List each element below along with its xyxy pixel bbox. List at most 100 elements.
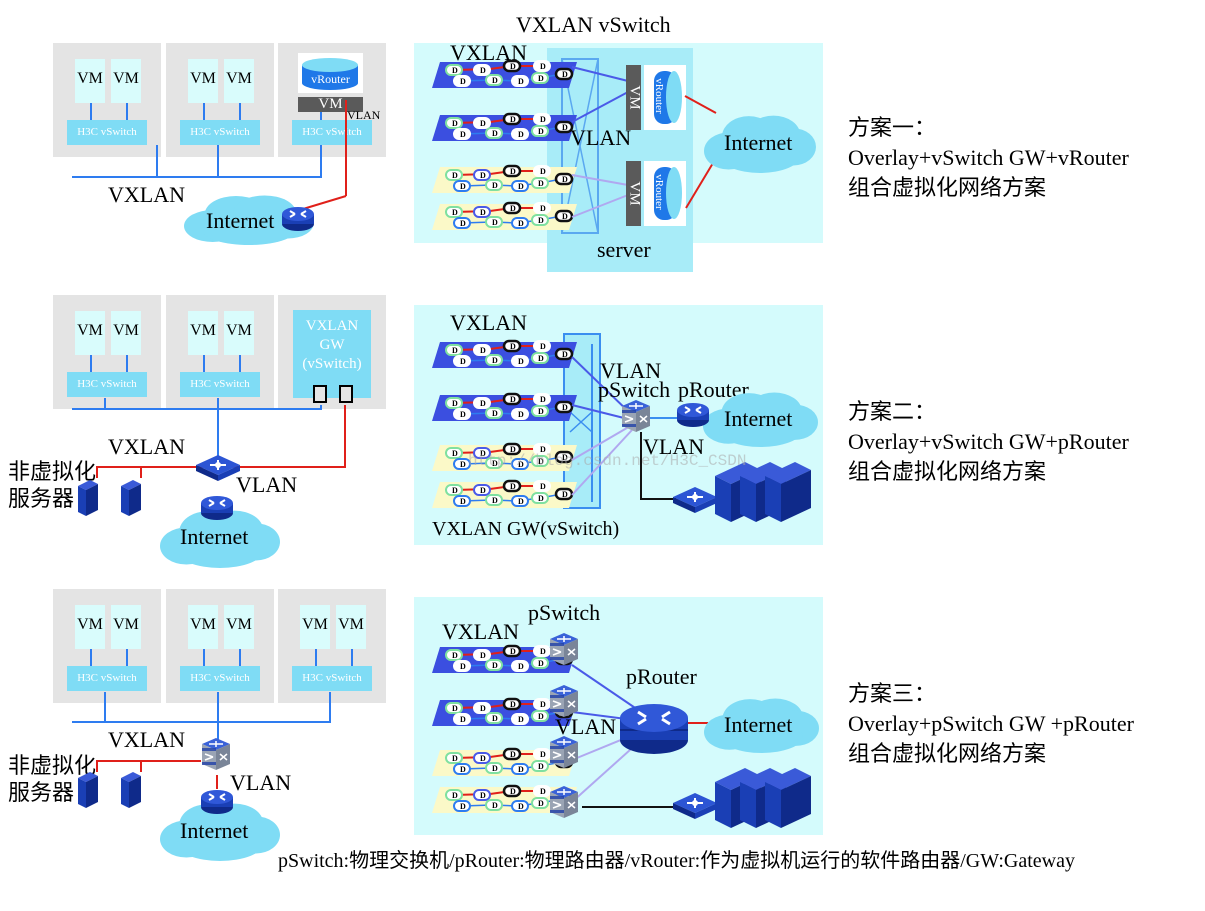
vxlan-link [203,649,205,666]
svg-text:D: D [460,77,466,86]
svg-text:D: D [518,357,524,366]
strip-link [453,118,542,124]
vxlan-link [217,692,219,742]
svg-text:D: D [480,119,486,128]
svg-text:D: D [492,459,498,468]
svg-text:D: D [562,70,568,79]
device-node-icon: D [531,710,549,722]
cloud-blob [202,215,296,245]
vxlan-link [351,649,353,666]
svg-text:D: D [492,76,498,85]
device-node-icon: D [445,397,463,409]
host-2: VM VM H3C vSwitch [166,589,274,703]
vxlan-link [239,103,241,120]
vrouter-label: vRouter [653,78,665,114]
svg-text:D: D [452,449,458,458]
svg-text:D: D [492,356,498,365]
device-node-icon: D [473,447,491,459]
device-node-icon: D [502,339,522,353]
vrouter-frame: vRouter [298,53,363,93]
prouter-label: pRouter [626,664,697,689]
scheme-caption: 组合虚拟化网络方案 [848,459,1047,484]
strip-link [453,650,542,656]
svg-text:D: D [460,715,466,724]
device-node-icon: D [485,127,503,139]
vm-box: VM [75,59,105,103]
device-node-icon: D [445,789,463,801]
svg-text:D: D [518,130,524,139]
vxlan-label: VXLAN [450,310,527,335]
svg-text:D: D [452,399,458,408]
svg-text:D: D [538,127,544,136]
vlan-link [344,405,346,467]
device-node-icon: D [453,128,471,140]
vlan-label: VLAN [555,714,617,739]
svg-text:D: D [480,171,486,180]
internet-cloud-icon [704,115,816,173]
svg-text:D: D [452,171,458,180]
svg-text:D: D [510,750,516,759]
vlan-link [684,95,717,209]
vlan-label: VLAN [347,108,381,122]
uplinks [571,66,629,218]
server-rack-icon [740,768,786,828]
svg-text:D: D [480,486,486,495]
svg-text:D: D [452,119,458,128]
vlan-link [302,195,347,210]
host-1: VM VM H3C vSwitch [53,295,161,409]
svg-text:D: D [538,354,544,363]
server-tower-icon [121,772,141,808]
vswitch-box: H3C vSwitch [292,666,372,691]
scheme-1-description: 方案一： Overlay+vSwitch GW+vRouter 组合虚拟化网络方… [848,113,1129,203]
svg-text:D: D [460,497,466,506]
host-3: VM VM H3C vSwitch [278,589,386,703]
device-node-icon: D [485,799,503,811]
internet-label: Internet [180,524,249,549]
svg-text:D: D [540,62,546,71]
vxlan-label: VXLAN [108,182,185,207]
device-node-icon: D [473,117,491,129]
device-node-icon: D [473,397,491,409]
switch-icon [672,486,718,514]
svg-text:D: D [460,219,466,228]
svg-text:D: D [540,787,546,796]
vxlan-link [203,103,205,120]
device-node-icon: D [511,408,529,420]
pswitch-icon [201,737,231,771]
vxlan-link [203,355,205,372]
vxlan-link [320,405,322,410]
watermark: http://blog.csdn.net/H3C_CSDN [468,452,747,470]
device-node-icon: D [531,405,549,417]
device-node-icon: D [511,128,529,140]
svg-text:D: D [510,62,516,71]
svg-text:D: D [452,486,458,495]
device-node-icon: D [533,748,551,760]
vxlan-link [90,649,92,666]
svg-text:D: D [540,647,546,656]
svg-text:D: D [538,799,544,808]
switch-icon [195,454,241,482]
strip-link [453,448,542,454]
vxlan-link [126,355,128,372]
vm-box: VM [75,311,105,355]
device-node-icon: D [531,492,549,504]
device-node-icon: D [445,169,463,181]
svg-text:D: D [538,762,544,771]
host-3: vRouter VM H3C vSwitch [278,43,386,157]
svg-text:D: D [492,409,498,418]
vxlan-link [217,145,219,178]
svg-text:D: D [492,129,498,138]
svg-text:D: D [510,787,516,796]
diagram-title: VXLAN vSwitch [516,12,671,37]
vxlan-link [329,692,331,722]
svg-text:D: D [480,791,486,800]
device-node-icon: D [554,172,574,186]
svg-text:D: D [562,403,568,412]
vlan-link [688,722,708,724]
device-node-icon: D [502,112,522,126]
svg-text:D: D [540,167,546,176]
device-node-icon: D [511,660,529,672]
